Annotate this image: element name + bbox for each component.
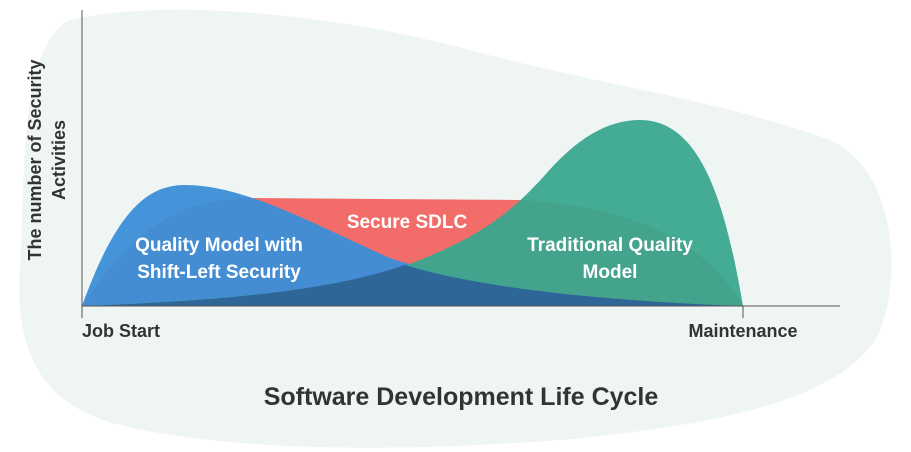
- label-secure-sdlc: Secure SDLC: [347, 212, 468, 233]
- y-axis-title-line2: Activities: [49, 120, 69, 200]
- area-shift-left: [82, 185, 743, 306]
- label-shift-left-line1: Quality Model with: [135, 235, 303, 256]
- label-traditional-line2: Model: [583, 262, 638, 283]
- x-label-maintenance: Maintenance: [688, 321, 797, 341]
- area-traditional: [82, 120, 743, 306]
- y-axis-title: The number of Security Activities: [25, 59, 69, 260]
- y-axis-title-line1: The number of Security: [25, 59, 45, 260]
- area-overlap: [82, 265, 743, 306]
- label-shift-left-line2: Shift-Left Security: [137, 262, 301, 283]
- label-traditional-line1: Traditional Quality: [527, 235, 693, 256]
- x-label-job-start: Job Start: [82, 321, 160, 341]
- x-axis-title: Software Development Life Cycle: [264, 383, 659, 411]
